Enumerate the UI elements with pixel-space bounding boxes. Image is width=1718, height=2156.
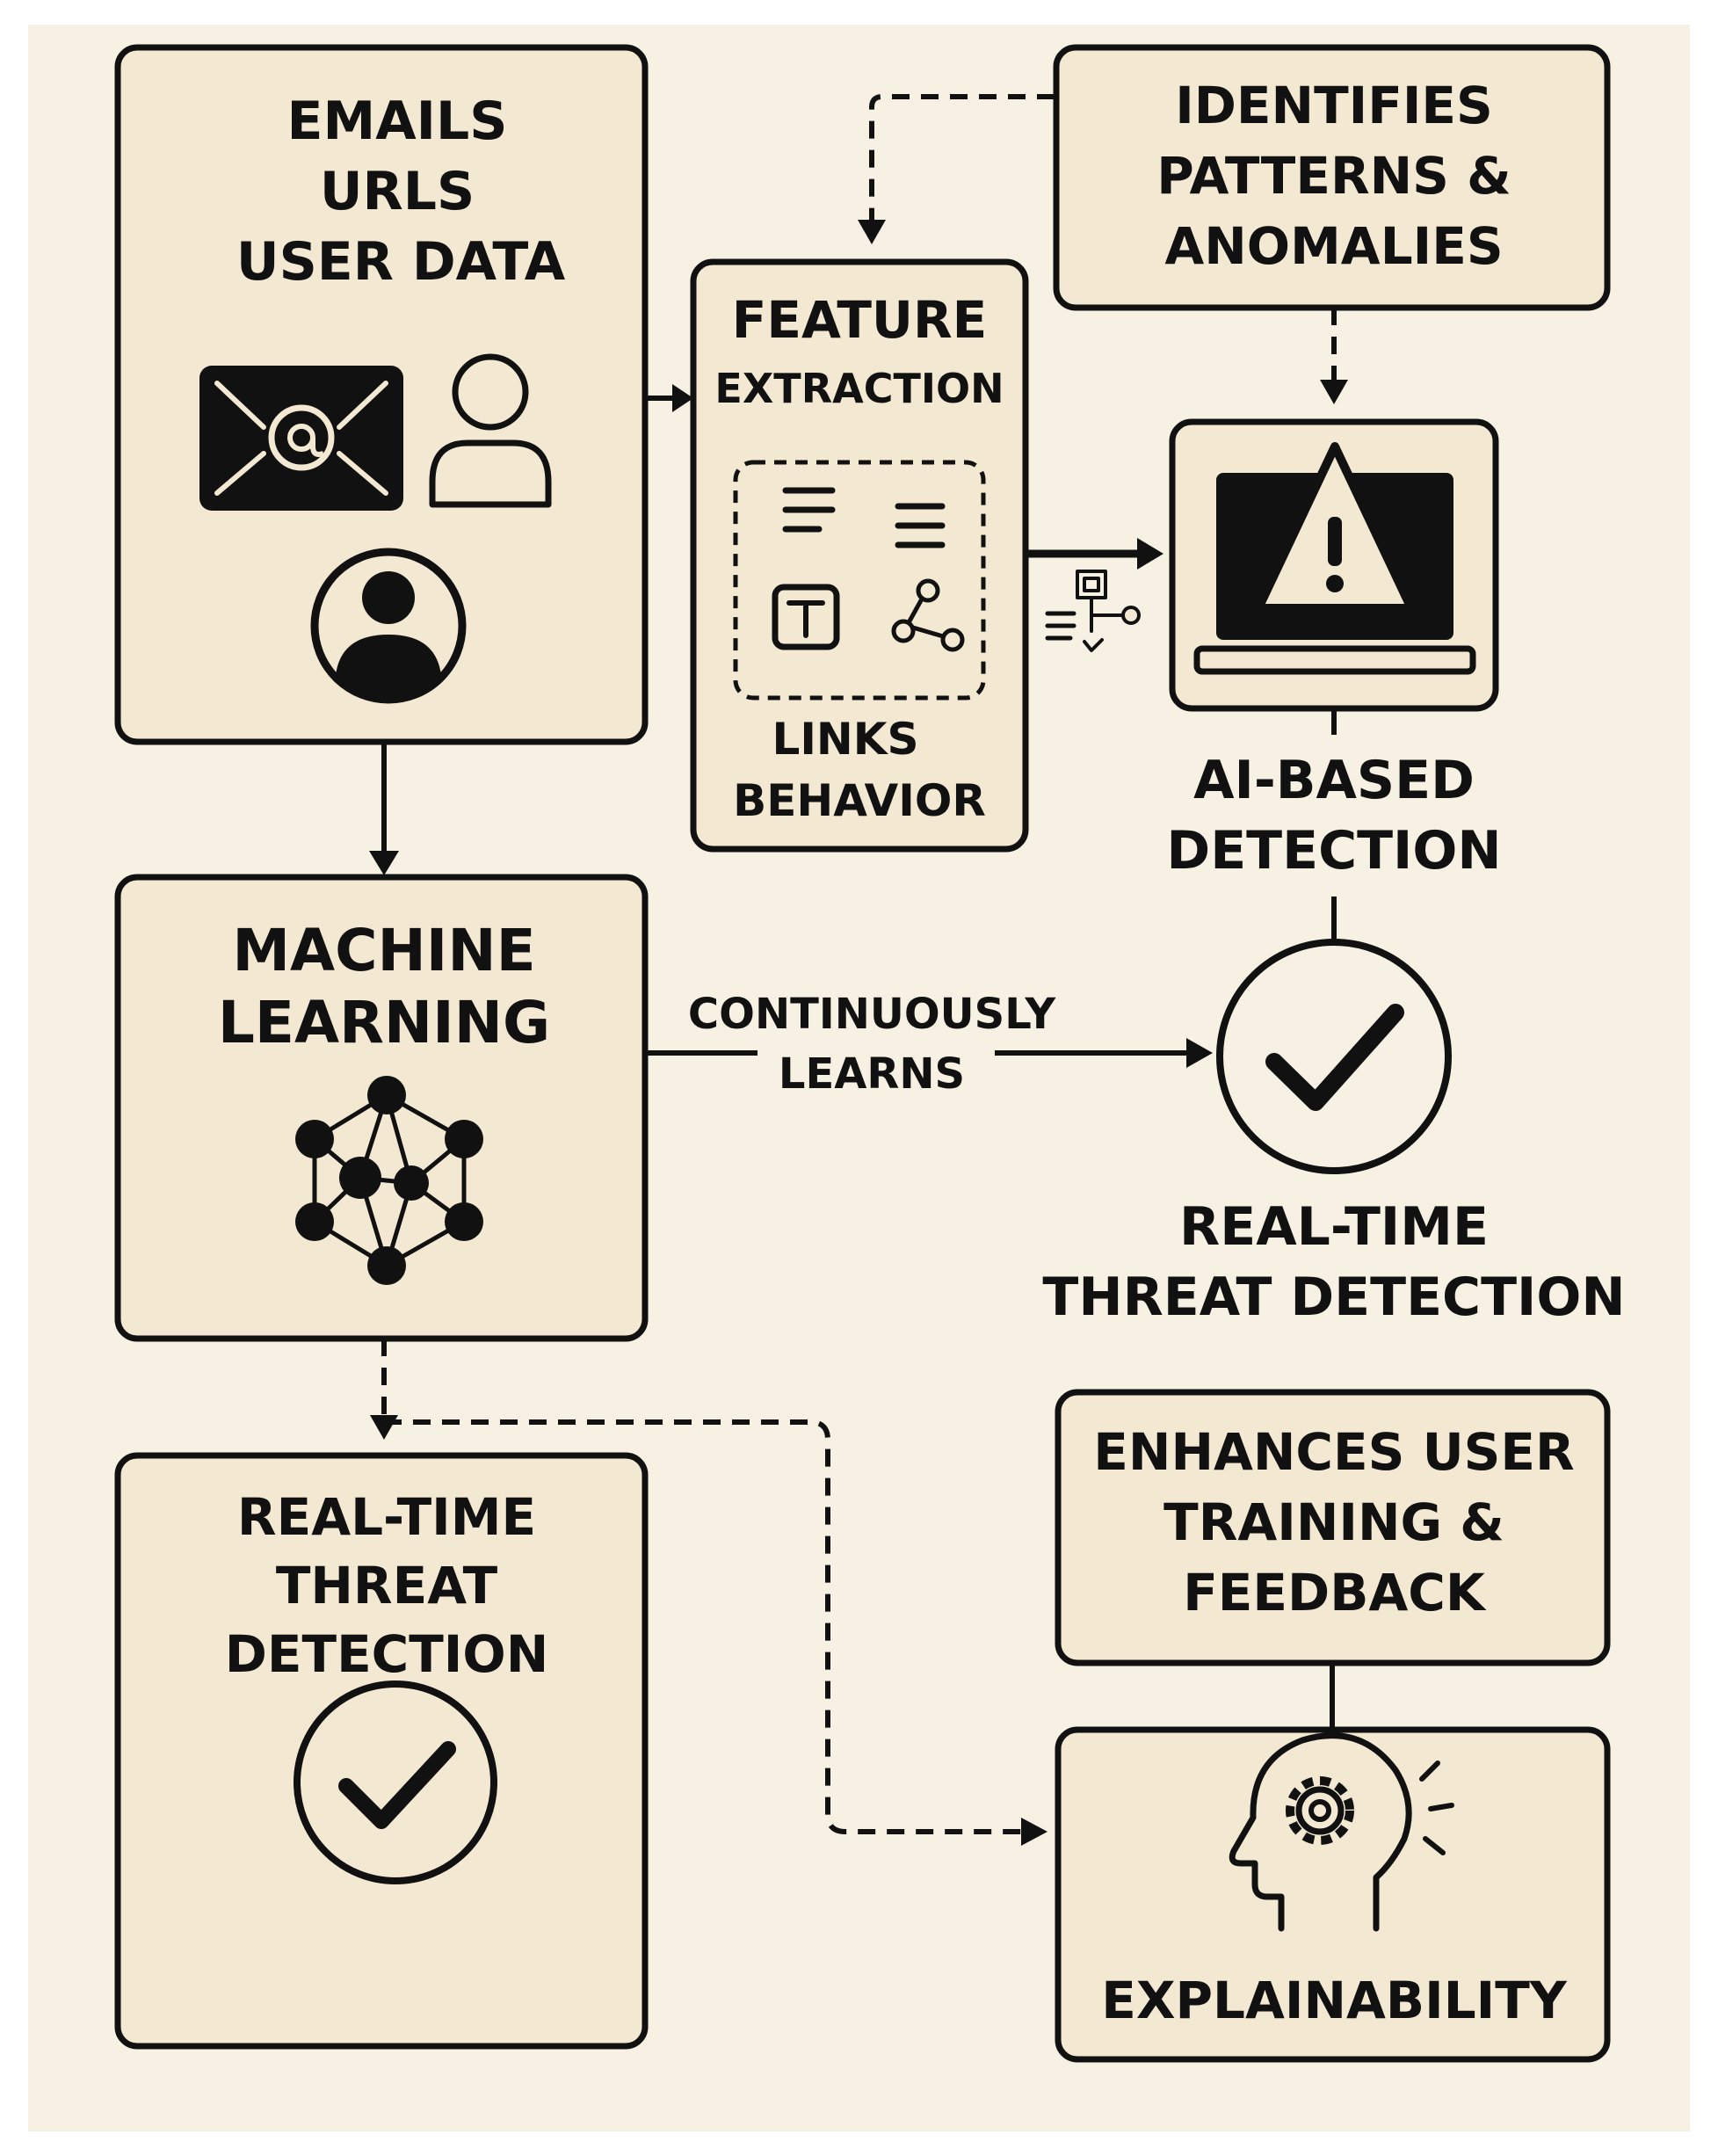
rt-box-line-2: THREAT [276,1556,498,1615]
patterns-line-2: PATTERNS & [1156,146,1511,206]
feature-label-links: LINKS [772,714,918,765]
arrow-head [370,1415,398,1440]
arrow-head [672,384,693,412]
text-lines-icon [895,503,946,548]
neural-network-icon [295,1076,483,1285]
dashed-arrow-patterns-to-feature [869,94,1055,220]
laptop-warning-icon [1193,442,1476,675]
continuously-line-2: LEARNS [779,1049,965,1099]
training-line-3: FEEDBACK [1183,1563,1487,1622]
text-lines-icon [782,487,836,533]
rt-box-line-3: DETECTION [225,1624,549,1684]
head-gear-icon [1229,1732,1454,1932]
feature-title: FEATURE [732,290,988,350]
training-line-1: ENHANCES USER [1093,1422,1574,1482]
link-nodes-icon [891,578,965,652]
rt-detection-right-labels: REAL-TIME THREAT DETECTION [1042,1196,1625,1328]
training-line-2: TRAINING & [1163,1492,1504,1552]
arrow-head [1320,380,1348,404]
continuously-learns-label: CONTINUOUSLY LEARNS [688,990,1056,1099]
ml-line-1: MACHINE [232,917,535,984]
dashed-arrow-ml-to-explain [384,1419,1021,1834]
checkmark-circle-icon [1216,939,1452,1174]
data-flow-icon [1045,570,1141,652]
input-label-user-data: USER DATA [236,231,566,293]
rt-right-line-2: THREAT DETECTION [1042,1267,1625,1328]
feature-icons-frame [733,460,986,701]
feature-subtitle: EXTRACTION [714,365,1004,412]
rt-box-line-1: REAL-TIME [237,1487,536,1547]
arrow-head [1137,538,1163,570]
arrow-head [369,851,399,875]
explainability-label: EXPLAINABILITY [1101,1971,1568,2030]
input-label-emails: EMAILS [287,91,508,152]
training-box-labels: ENHANCES USER TRAINING & FEEDBACK [1093,1422,1574,1622]
patterns-box-labels: IDENTIFIES PATTERNS & ANOMALIES [1156,76,1511,276]
ai-detection-labels: AI-BASED DETECTION [1166,750,1501,882]
email-at-icon [199,366,403,511]
user-outline-icon [429,353,552,508]
feature-box-labels: FEATURE EXTRACTION LINKS BEHAVIOR [714,290,1004,826]
patterns-line-1: IDENTIFIES [1175,76,1493,135]
input-label-urls: URLS [320,161,475,222]
checkmark-circle-icon [294,1681,497,1884]
patterns-line-3: ANOMALIES [1164,216,1503,276]
arrow-head [1186,1038,1213,1068]
flow-diagram: EMAILS URLS USER DATA FEATURE EXTRACTION… [114,44,1626,2063]
input-box-labels: EMAILS URLS USER DATA [236,91,566,293]
arrow-head [858,220,886,244]
rt-detection-box-labels: REAL-TIME THREAT DETECTION [225,1487,549,1684]
continuously-line-1: CONTINUOUSLY [688,990,1056,1039]
arrow-head [1021,1818,1047,1846]
text-icon [772,584,840,650]
ml-line-2: LEARNING [218,989,550,1056]
diagram-canvas: EMAILS URLS USER DATA FEATURE EXTRACTION… [28,25,1690,2131]
rt-right-line-1: REAL-TIME [1179,1196,1489,1258]
ai-label-line-1: AI-BASED [1193,750,1475,811]
feature-label-behavior: BEHAVIOR [733,775,986,826]
ml-box-labels: MACHINE LEARNING [218,917,550,1056]
user-circle-icon [310,548,467,704]
ai-label-line-2: DETECTION [1166,820,1501,882]
